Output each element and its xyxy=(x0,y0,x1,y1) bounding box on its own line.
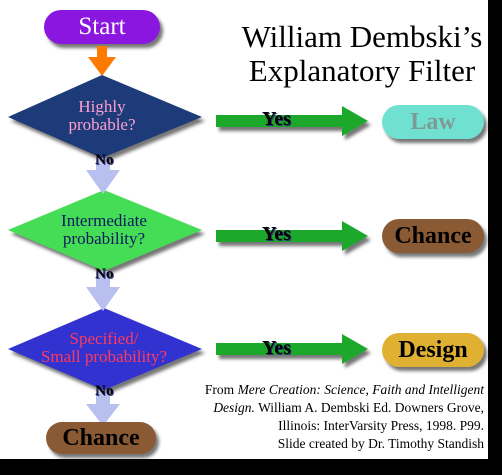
decision-1-diamond xyxy=(8,75,202,158)
decision-1-line-1: Highly xyxy=(78,97,126,116)
credit-line-2: Design. William A. Dembski Ed. Downers G… xyxy=(184,399,484,417)
no-label-1: No xyxy=(95,152,114,168)
start-node xyxy=(44,10,160,44)
decision-1-label: Highly probable? xyxy=(30,98,174,134)
yes-arrow-1 xyxy=(216,106,368,136)
no-arrow-3 xyxy=(86,390,120,426)
decision-3-label: Specified/ Small probability? xyxy=(14,330,194,366)
diagram-canvas: William Dembski’s Explanatory Filter Sta… xyxy=(0,0,488,459)
outcome-law-label: Law xyxy=(410,109,456,135)
credit-publisher: Illinois: InterVarsity Press, 1998. P99. xyxy=(278,418,484,433)
diagram-title: William Dembski’s Explanatory Filter xyxy=(236,20,488,88)
decision-2-line-2: probability? xyxy=(62,229,146,248)
decision-1-line-2: probable? xyxy=(68,115,136,134)
credit-line-1: From Mere Creation: Science, Faith and I… xyxy=(184,381,484,399)
yes-label-3: Yes xyxy=(262,337,291,359)
decision-2-label: Intermediate probability? xyxy=(24,212,184,248)
credit-prefix: From xyxy=(204,382,238,397)
decision-2-diamond xyxy=(8,190,202,271)
start-arrow xyxy=(88,46,116,76)
outcome-design xyxy=(382,333,484,367)
yes-label-1: Yes xyxy=(262,108,291,130)
yes-arrow-3 xyxy=(216,334,368,364)
yes-label-2: Yes xyxy=(262,223,291,245)
credit-editor: William A. Dembski Ed. Downers Grove, xyxy=(254,400,484,415)
yes-arrow-2 xyxy=(216,221,368,251)
outcome-final-chance-label: Chance xyxy=(62,425,140,451)
outcome-chance xyxy=(382,219,484,253)
outcome-design-label: Design xyxy=(398,337,468,363)
no-arrow-2 xyxy=(86,271,120,311)
outcome-chance-label: Chance xyxy=(394,223,472,249)
credit-book-title-2: Design. xyxy=(213,400,255,415)
outcome-law xyxy=(382,105,484,139)
flowchart-graphics xyxy=(8,10,484,454)
no-label-2: No xyxy=(95,266,114,282)
source-credit: From Mere Creation: Science, Faith and I… xyxy=(184,381,484,453)
credit-slide-author: Slide created by Dr. Timothy Standish xyxy=(277,436,484,451)
outcome-final-chance xyxy=(46,422,156,454)
decision-3-line-2: Small probability? xyxy=(40,347,168,366)
no-arrow-1 xyxy=(86,158,120,194)
no-label-3: No xyxy=(95,383,114,399)
decision-3-diamond xyxy=(8,308,202,390)
title-line-2: Explanatory Filter xyxy=(248,53,476,88)
decision-3-line-1: Specified/ xyxy=(69,329,139,348)
start-label: Start xyxy=(78,13,126,40)
credit-book-title-1: Mere Creation: Science, Faith and Intell… xyxy=(237,382,484,397)
decision-2-line-1: Intermediate xyxy=(61,211,147,230)
title-line-1: William Dembski’s xyxy=(241,19,483,54)
